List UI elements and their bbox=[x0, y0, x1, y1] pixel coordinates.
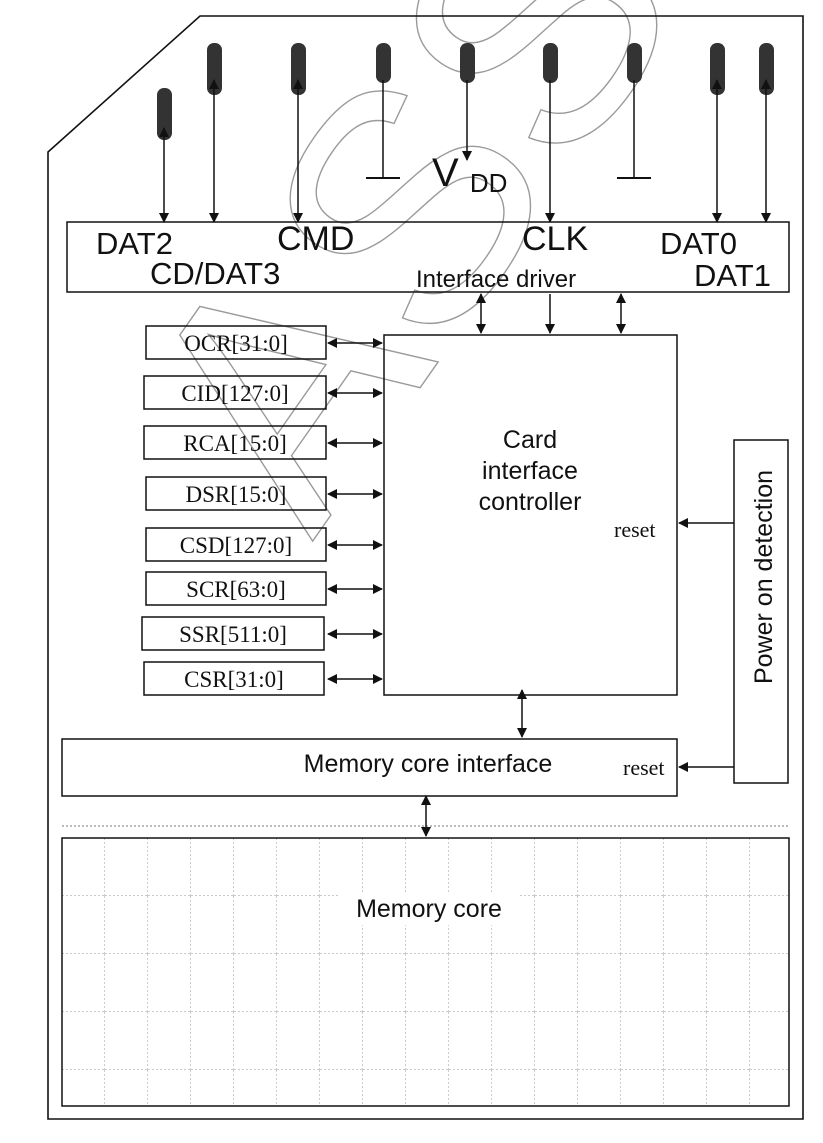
controller-reset-label: reset bbox=[614, 517, 656, 542]
vdd-label-main: V bbox=[432, 151, 459, 195]
register-label-ocr: OCR[31:0] bbox=[184, 331, 288, 356]
pin-contact-clk bbox=[543, 43, 558, 83]
register-label-ssr: SSR[511:0] bbox=[179, 622, 287, 647]
controller-label-line3: controller bbox=[479, 488, 582, 516]
register-label-cid: CID[127:0] bbox=[181, 381, 288, 406]
interface-driver-box bbox=[66, 221, 790, 293]
memory-core-label: Memory core bbox=[356, 895, 502, 923]
register-label-csr: CSR[31:0] bbox=[184, 667, 284, 692]
register-box-csr bbox=[143, 661, 325, 696]
register-box-csd bbox=[145, 527, 327, 562]
memory-core-label-bg bbox=[340, 893, 518, 925]
vdd-label: V DD bbox=[432, 151, 507, 198]
pin-label-dat0: DAT0 bbox=[660, 226, 737, 261]
pin-contact-vss1 bbox=[376, 43, 391, 83]
register-box-scr bbox=[145, 571, 327, 606]
card-interface-controller-box bbox=[383, 334, 678, 696]
memory-core-box bbox=[61, 837, 790, 1107]
memory-core-grid bbox=[62, 838, 789, 1106]
pin-label-cd-dat3: CD/DAT3 bbox=[150, 256, 280, 291]
register-box-ocr bbox=[145, 325, 327, 360]
register-label-csd: CSD[127:0] bbox=[180, 533, 292, 558]
pin-label-cmd: CMD bbox=[277, 220, 354, 258]
memory-core-interface-box bbox=[61, 738, 678, 797]
pin-label-clk: CLK bbox=[522, 220, 588, 258]
controller-label-line2: interface bbox=[482, 457, 578, 485]
register-boxes bbox=[141, 325, 327, 696]
card-outline bbox=[47, 15, 804, 1120]
register-box-cid bbox=[143, 375, 327, 410]
power-on-detection-label: Power on detection bbox=[750, 470, 778, 684]
pin-contact-vdd bbox=[460, 43, 475, 83]
register-label-scr: SCR[63:0] bbox=[186, 577, 286, 602]
vdd-label-sub: DD bbox=[470, 168, 508, 198]
register-label-rca: RCA[15:0] bbox=[183, 431, 287, 456]
controller-label-line1: Card bbox=[503, 426, 557, 454]
interface-driver-label: Interface driver bbox=[416, 266, 576, 293]
register-box-dsr bbox=[145, 476, 327, 511]
memory-core-interface-label: Memory core interface bbox=[304, 750, 553, 778]
register-label-dsr: DSR[15:0] bbox=[186, 482, 287, 507]
pin-contact-vss2 bbox=[627, 43, 642, 83]
power-on-detection-box bbox=[733, 439, 789, 784]
pin-label-dat2: DAT2 bbox=[96, 226, 173, 261]
register-box-ssr bbox=[141, 616, 325, 651]
memory-interface-reset-label: reset bbox=[623, 755, 665, 780]
register-box-rca bbox=[143, 425, 327, 460]
pin-label-dat1: DAT1 bbox=[694, 258, 771, 293]
